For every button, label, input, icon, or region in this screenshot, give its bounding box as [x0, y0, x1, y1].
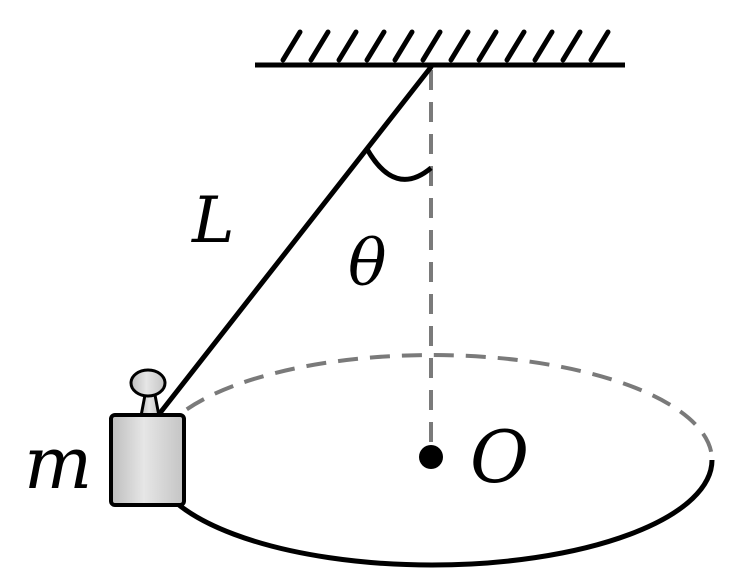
label-mass: m: [24, 421, 92, 505]
weight-neck: [139, 393, 161, 418]
angle-arc: [364, 147, 433, 182]
ceiling: [255, 29, 625, 68]
label-length: L: [191, 184, 235, 258]
label-center: O: [470, 415, 529, 499]
weight-body: [109, 413, 186, 507]
weight: [109, 368, 186, 507]
center-point: [419, 445, 443, 469]
weight-knob: [129, 368, 167, 398]
orbit-front-solid: [149, 459, 715, 568]
ceiling-hatching: [280, 29, 611, 63]
string: [157, 64, 434, 416]
label-angle: θ: [348, 227, 387, 301]
